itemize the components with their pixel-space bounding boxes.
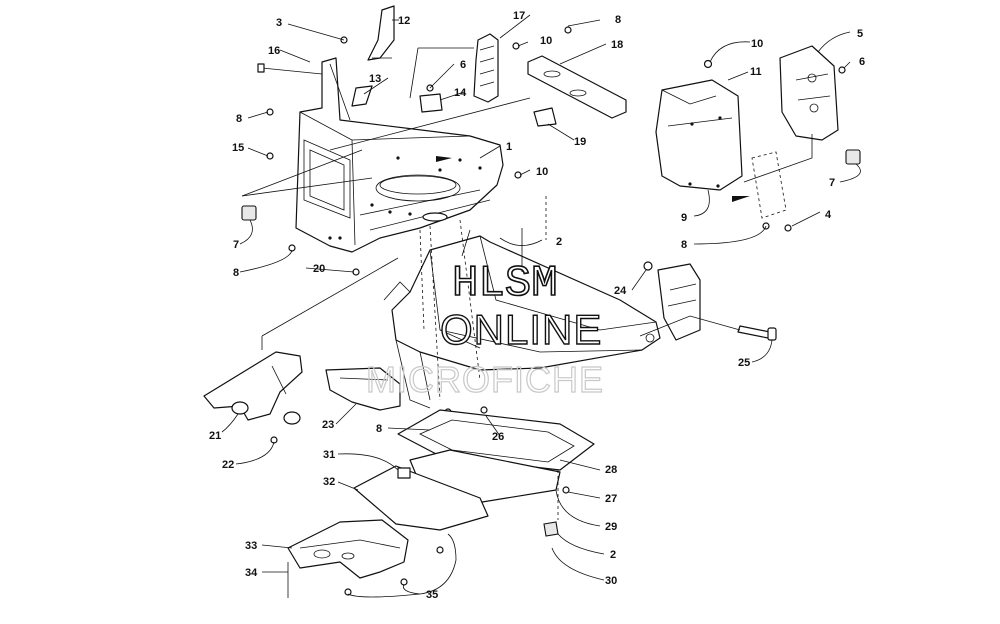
callout-14: 14 xyxy=(454,87,467,99)
mount-plate-part-12 xyxy=(367,5,395,61)
callout-12: 12 xyxy=(398,15,410,27)
clip-part-31 xyxy=(397,467,411,479)
mount-part-5 xyxy=(779,45,839,141)
callout-7: 7 xyxy=(233,239,239,251)
callout-10: 10 xyxy=(536,166,548,178)
callout-6: 6 xyxy=(859,56,865,68)
callout-30: 30 xyxy=(605,575,617,587)
callout-3: 3 xyxy=(276,17,282,29)
callout-17: 17 xyxy=(513,10,525,22)
shim-part-19 xyxy=(533,107,557,127)
callout-20: 20 xyxy=(313,263,325,275)
bolt-part-16 xyxy=(257,63,323,75)
callout-27: 27 xyxy=(605,493,617,505)
callout-25: 25 xyxy=(738,357,750,369)
leader-lines xyxy=(221,14,861,598)
callout-8: 8 xyxy=(681,239,687,251)
callout-1: 1 xyxy=(506,141,512,153)
callout-9: 9 xyxy=(681,212,687,224)
clip-part-2-lower xyxy=(543,521,559,537)
callout-2: 2 xyxy=(610,549,616,561)
front-bulkhead-part xyxy=(295,57,504,253)
callout-10: 10 xyxy=(751,38,763,50)
callout-16: 16 xyxy=(268,45,280,57)
callout-7: 7 xyxy=(829,177,835,189)
bracket-part-23 xyxy=(325,367,401,411)
callout-5: 5 xyxy=(857,28,863,40)
callout-8: 8 xyxy=(233,267,239,279)
callout-8: 8 xyxy=(236,113,242,125)
guard-part-33 xyxy=(287,519,409,579)
callout-28: 28 xyxy=(605,464,617,476)
bumper-part-7-right xyxy=(845,149,861,165)
callout-29: 29 xyxy=(605,521,617,533)
callout-labels: 3 12 17 8 16 10 18 13 6 14 8 1 19 15 10 … xyxy=(209,10,865,601)
callout-10: 10 xyxy=(540,35,552,47)
bolt-part-25 xyxy=(737,325,777,341)
callout-4: 4 xyxy=(825,209,832,221)
callout-24: 24 xyxy=(614,285,627,297)
plate-outline-right xyxy=(751,151,787,219)
bracket-part-21 xyxy=(203,351,303,425)
callout-34: 34 xyxy=(245,567,258,579)
callout-11: 11 xyxy=(750,66,762,78)
callout-23: 23 xyxy=(322,419,334,431)
bracket-part-17 xyxy=(473,33,499,103)
callout-33: 33 xyxy=(245,540,257,552)
skid-plate-part-32 xyxy=(353,465,489,531)
callout-6: 6 xyxy=(460,59,466,71)
callout-22: 22 xyxy=(222,459,234,471)
watermark-line-3: MICROFICHE xyxy=(366,359,604,400)
callout-19: 19 xyxy=(574,136,586,148)
watermark-line-1: HLSM xyxy=(452,259,558,309)
console-part-11-9 xyxy=(655,79,750,202)
bumper-part-7-left xyxy=(241,205,257,221)
main-frame-part-2 xyxy=(383,235,701,409)
callout-31: 31 xyxy=(323,449,335,461)
callout-26: 26 xyxy=(492,431,504,443)
callout-13: 13 xyxy=(369,73,381,85)
callout-8: 8 xyxy=(615,14,621,26)
callout-15: 15 xyxy=(232,142,244,154)
bracket-part-14 xyxy=(419,93,443,113)
callout-18: 18 xyxy=(611,39,623,51)
callout-8: 8 xyxy=(376,423,382,435)
watermark: MICROFICHE ONLINE HLSM xyxy=(365,258,604,400)
callout-2: 2 xyxy=(556,236,562,248)
callout-21: 21 xyxy=(209,430,221,442)
strip-part-13 xyxy=(351,85,373,107)
callout-32: 32 xyxy=(323,476,335,488)
watermark-line-2: ONLINE xyxy=(440,306,602,353)
callout-35: 35 xyxy=(426,589,438,601)
support-plate-part-18 xyxy=(527,55,627,119)
